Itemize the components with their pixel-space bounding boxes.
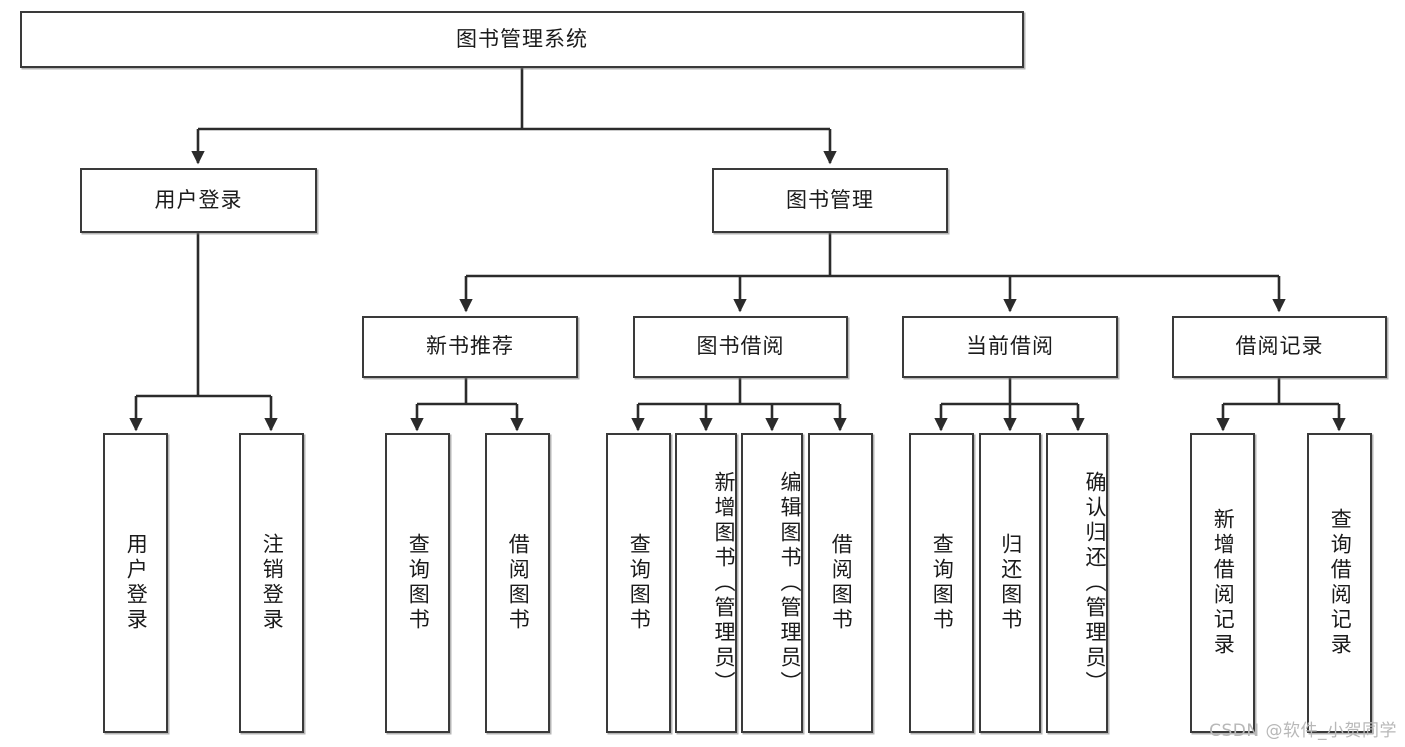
leaf-current-borrow-confirm[interactable]: 确认归还（管理员） [1046,433,1108,733]
node-new-book-recommend[interactable]: 新书推荐 [362,316,578,378]
leaf-book-borrow-borrow[interactable]: 借阅图书 [808,433,873,733]
csdn-watermark: CSDN @软件_小贺同学 [1209,721,1397,741]
leaf-new-book-query[interactable]: 查询图书 [385,433,450,733]
node-user-login[interactable]: 用户登录 [80,168,317,233]
leaf-book-borrow-add[interactable]: 新增图书（管理员） [675,433,737,733]
leaf-borrow-record-query[interactable]: 查询借阅记录 [1307,433,1372,733]
leaf-user-login-login[interactable]: 用户登录 [103,433,168,733]
leaf-current-borrow-return[interactable]: 归还图书 [979,433,1041,733]
node-book-borrow[interactable]: 图书借阅 [633,316,848,378]
node-book-management[interactable]: 图书管理 [712,168,948,233]
node-borrow-record[interactable]: 借阅记录 [1172,316,1387,378]
leaf-book-borrow-edit[interactable]: 编辑图书（管理员） [741,433,803,733]
node-current-borrow[interactable]: 当前借阅 [902,316,1118,378]
node-root-system[interactable]: 图书管理系统 [20,11,1024,68]
leaf-new-book-borrow[interactable]: 借阅图书 [485,433,550,733]
leaf-user-login-logout[interactable]: 注销登录 [239,433,304,733]
leaf-book-borrow-query[interactable]: 查询图书 [606,433,671,733]
leaf-current-borrow-query[interactable]: 查询图书 [909,433,974,733]
leaf-borrow-record-add[interactable]: 新增借阅记录 [1190,433,1255,733]
